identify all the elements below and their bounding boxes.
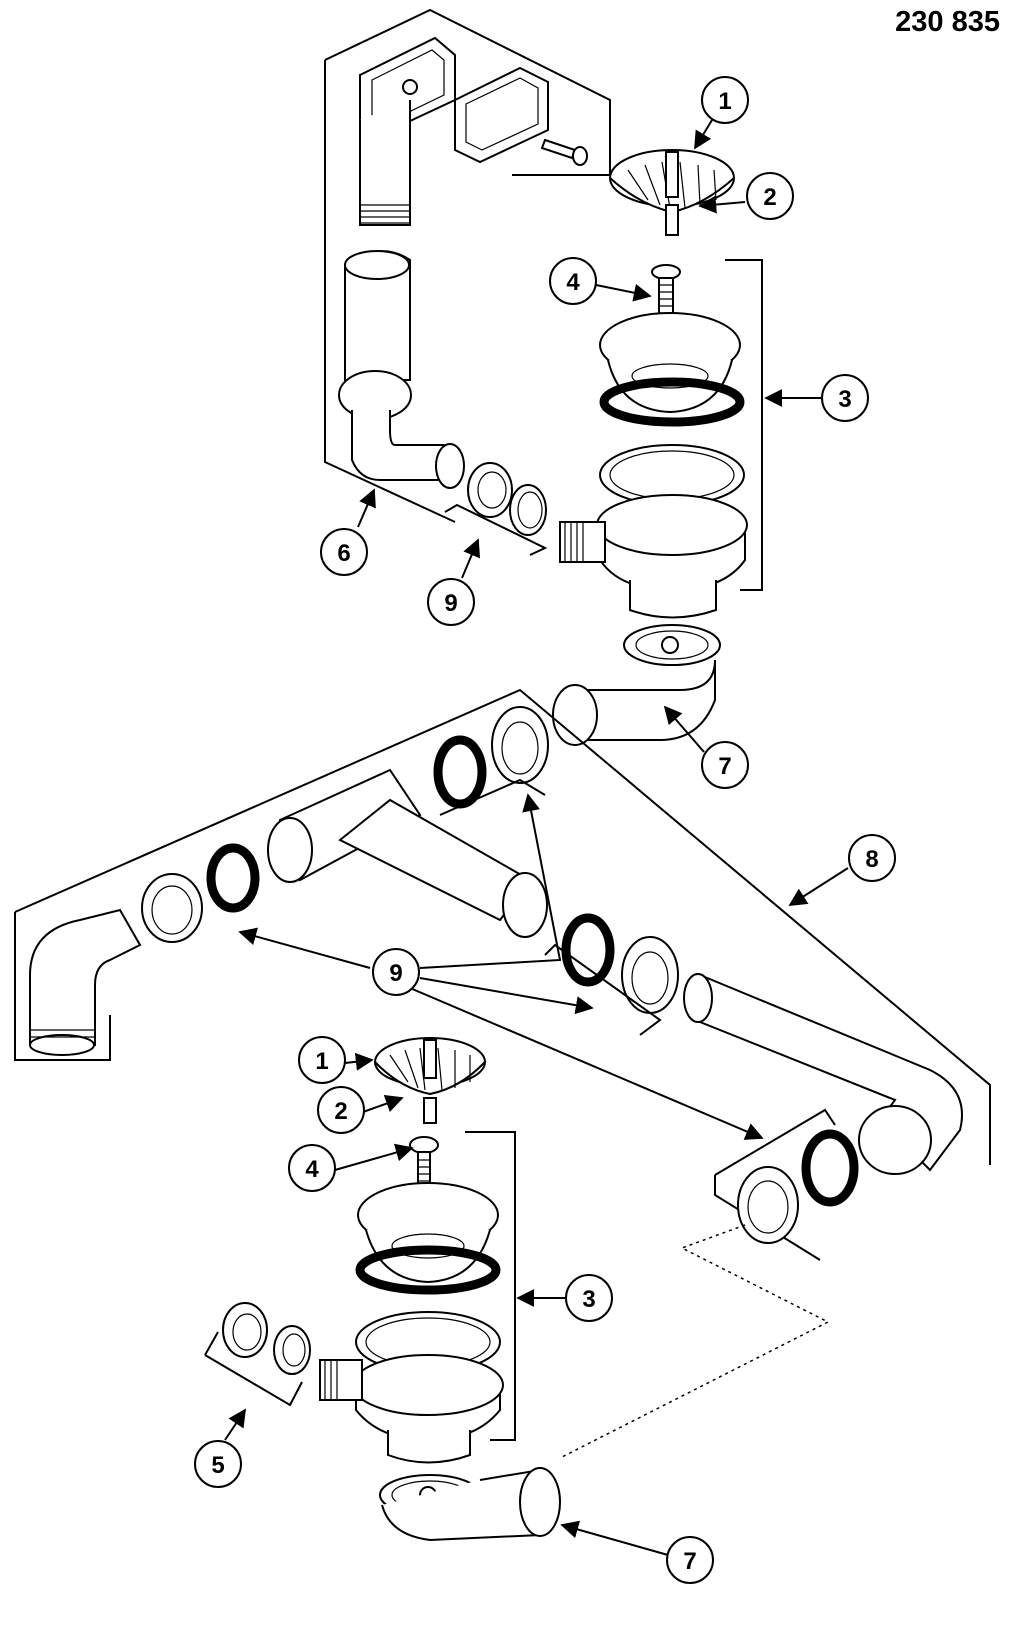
connector-nut-top <box>444 462 548 556</box>
callout-9-top: 9 <box>427 578 475 626</box>
callout-9-middle: 9 <box>372 948 420 996</box>
waste-outlet-top <box>559 259 763 619</box>
svg-text:6: 6 <box>337 540 350 567</box>
callout-8: 8 <box>848 834 896 882</box>
svg-text:3: 3 <box>582 1286 595 1313</box>
callout-5: 5 <box>194 1440 242 1488</box>
svg-text:8: 8 <box>865 846 878 873</box>
overflow-bracket <box>324 8 611 176</box>
callout-7-top: 7 <box>701 741 749 789</box>
overflow-screw <box>540 138 577 160</box>
svg-text:4: 4 <box>566 269 580 296</box>
overflow-gasket <box>454 66 549 164</box>
callout-4-bottom: 4 <box>288 1144 336 1192</box>
part-number: 230 835 <box>895 6 1000 38</box>
callout-2-top: 2 <box>746 172 794 220</box>
svg-text:1: 1 <box>315 1048 328 1075</box>
callout-1-bottom: 1 <box>298 1036 346 1084</box>
svg-text:9: 9 <box>389 960 402 987</box>
waste-outlet-bottom <box>204 1131 516 1464</box>
elbow-left <box>29 908 142 1046</box>
svg-text:7: 7 <box>718 753 731 780</box>
overflow-assembly <box>324 8 611 523</box>
svg-text:4: 4 <box>305 1156 319 1183</box>
svg-text:1: 1 <box>718 88 731 115</box>
trap-bowl-top <box>552 624 721 746</box>
callout-1-top: 1 <box>701 76 749 124</box>
strainer-basket-top <box>609 149 735 236</box>
leader-lines <box>224 119 849 1556</box>
callout-2-bottom: 2 <box>317 1086 365 1134</box>
connecting-pipe-assembly <box>14 688 991 1459</box>
svg-text:3: 3 <box>838 386 851 413</box>
svg-text:2: 2 <box>763 184 776 211</box>
svg-text:7: 7 <box>683 1548 696 1575</box>
svg-text:9: 9 <box>444 590 457 617</box>
strainer-basket-bottom <box>374 1037 486 1124</box>
callout-3-top: 3 <box>821 374 869 422</box>
callout-3-bottom: 3 <box>565 1274 613 1322</box>
callout-4-top: 4 <box>549 257 597 305</box>
trap-bowl-bottom <box>379 1467 561 1542</box>
svg-text:5: 5 <box>211 1452 224 1479</box>
pipe-bracket <box>14 688 991 1165</box>
callout-6: 6 <box>320 528 368 576</box>
callout-7-bottom: 7 <box>666 1536 714 1584</box>
svg-text:2: 2 <box>334 1098 347 1125</box>
